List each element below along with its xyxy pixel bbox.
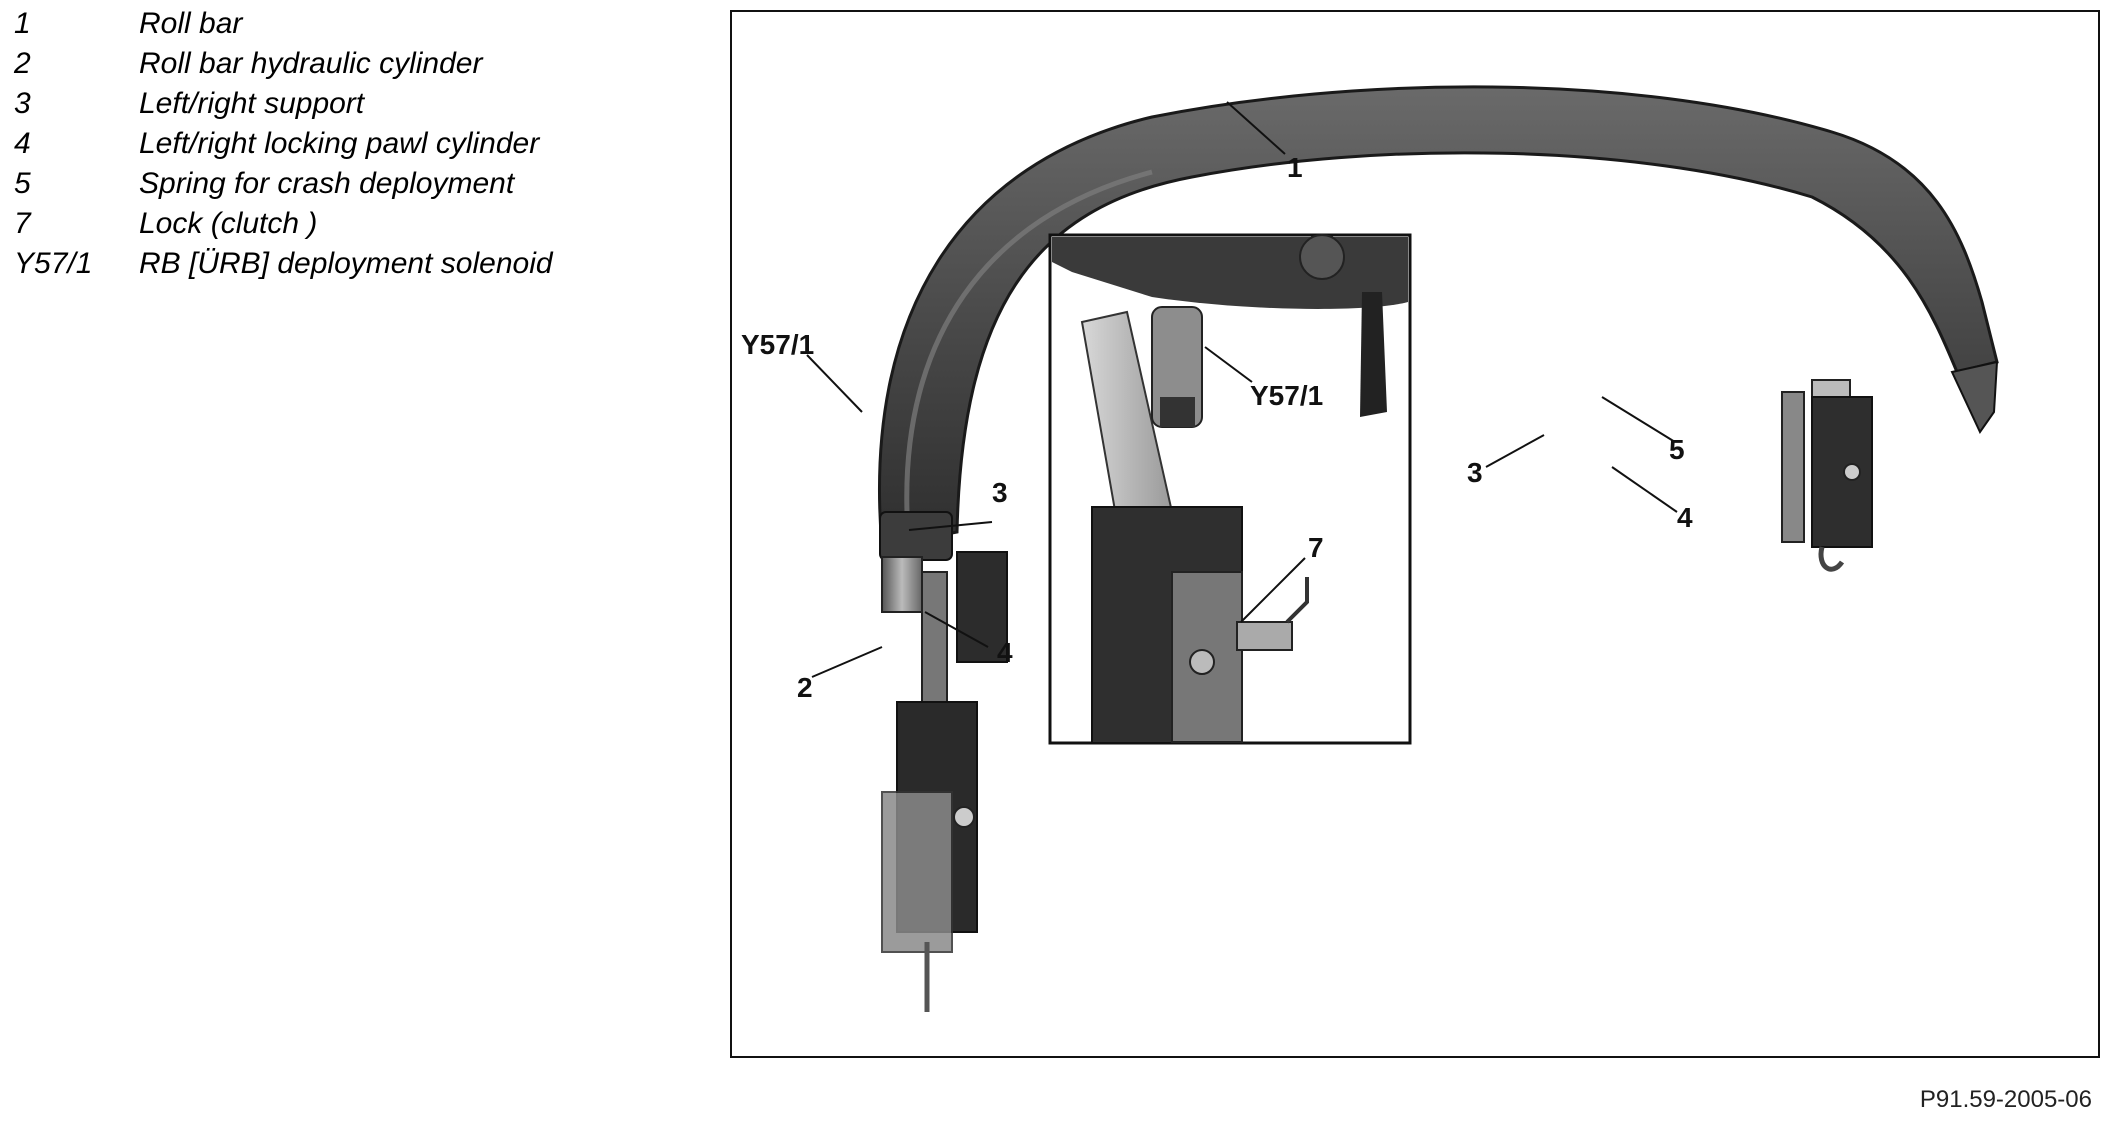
callout-3-left: 3 bbox=[992, 477, 1008, 508]
legend-row: 3 Left/right support bbox=[14, 84, 553, 124]
roll-bar-illustration: 1 2 3 3 4 4 5 Y57/1 Y57/1 7 bbox=[741, 85, 1999, 1012]
legend-row: 5 Spring for crash deployment bbox=[14, 164, 553, 204]
legend: 1 Roll bar 2 Roll bar hydraulic cylinder… bbox=[14, 4, 553, 284]
figure-id: P91.59-2005-06 bbox=[1919, 1086, 2092, 1113]
legend-text: RB [ÜRB] deployment solenoid bbox=[139, 247, 553, 280]
legend-text: Left/right locking pawl cylinder bbox=[139, 127, 540, 160]
leader-lines bbox=[806, 101, 1678, 678]
legend-text: Left/right support bbox=[139, 87, 365, 120]
left-mechanism bbox=[881, 556, 978, 1012]
legend-row: Y57/1 RB [ÜRB] deployment solenoid bbox=[14, 244, 553, 284]
diagram-figure: 1 2 3 3 4 4 5 Y57/1 Y57/1 7 bbox=[730, 10, 2100, 1058]
legend-row: 4 Left/right locking pawl cylinder bbox=[14, 124, 553, 164]
legend-text: Roll bar hydraulic cylinder bbox=[139, 47, 483, 80]
legend-text: Lock (clutch ) bbox=[139, 207, 318, 240]
legend-number: Y57/1 bbox=[14, 247, 93, 280]
callout-y57-1-main: Y57/1 bbox=[741, 329, 814, 360]
callout-7: 7 bbox=[1308, 532, 1324, 563]
callout-2: 2 bbox=[797, 672, 813, 703]
callout-1: 1 bbox=[1287, 152, 1303, 183]
legend-number: 2 bbox=[14, 47, 31, 80]
callout-5: 5 bbox=[1669, 434, 1685, 465]
legend-number: 4 bbox=[14, 127, 31, 160]
legend-row: 1 Roll bar bbox=[14, 4, 553, 44]
legend-row: 2 Roll bar hydraulic cylinder bbox=[14, 44, 553, 84]
callout-4-right: 4 bbox=[1677, 502, 1693, 533]
legend-number: 5 bbox=[14, 167, 31, 200]
roll-bar bbox=[877, 85, 1999, 663]
legend-number: 1 bbox=[14, 7, 31, 40]
callout-y57-1-inset: Y57/1 bbox=[1250, 380, 1323, 411]
callout-3-right: 3 bbox=[1467, 457, 1483, 488]
right-mechanism bbox=[1781, 379, 1873, 572]
inset-detail bbox=[1048, 233, 1412, 745]
legend-number: 7 bbox=[14, 207, 31, 240]
callout-4-left: 4 bbox=[997, 637, 1013, 668]
legend-text: Spring for crash deployment bbox=[139, 167, 515, 200]
legend-text: Roll bar bbox=[139, 7, 243, 40]
legend-number: 3 bbox=[14, 87, 31, 120]
legend-row: 7 Lock (clutch ) bbox=[14, 204, 553, 244]
